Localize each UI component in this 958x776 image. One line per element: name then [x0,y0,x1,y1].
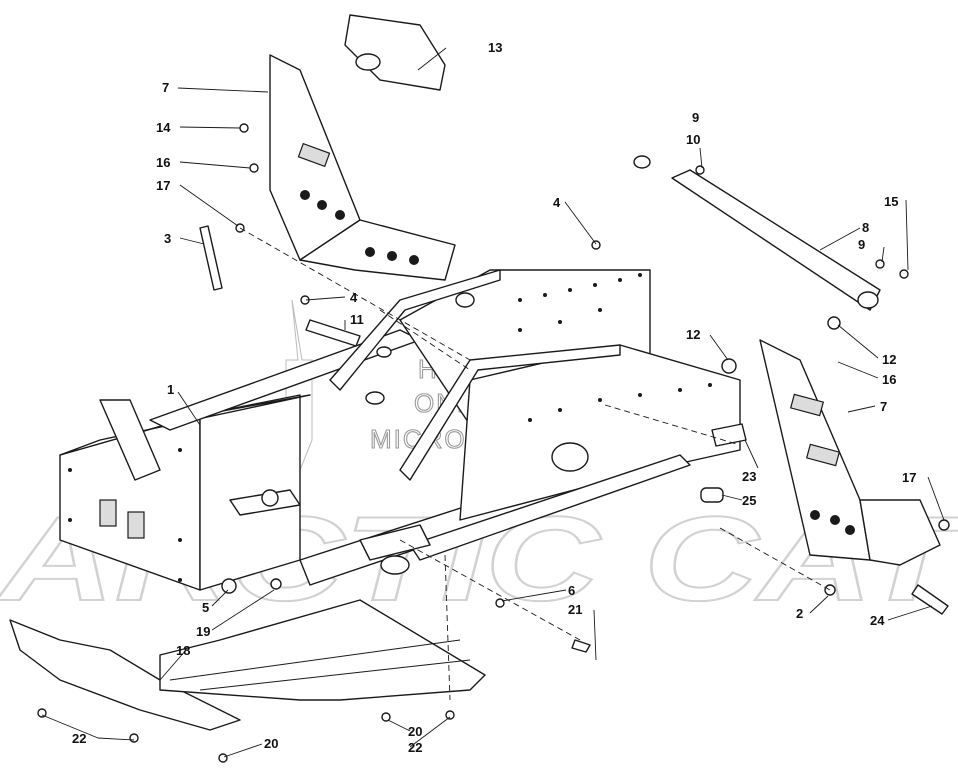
rod-part-3 [199,225,223,291]
callout-13: 13 [488,40,502,55]
callout-16-left: 16 [156,155,170,170]
callout-18: 18 [176,643,190,658]
main-frame [59,269,741,591]
callout-10: 10 [686,132,700,147]
shroud-bracket [344,14,446,91]
steering-post [633,155,881,311]
callout-12-right: 12 [882,352,896,367]
callout-12-left: 12 [686,327,700,342]
callout-4-mid: 4 [350,290,358,305]
plate-part-24 [911,584,949,615]
callout-9-right: 9 [858,237,865,252]
callouts: 7 13 14 16 17 3 4 4 11 1 9 10 15 8 9 12 … [72,40,916,755]
callout-24: 24 [870,613,885,628]
callout-11: 11 [350,312,364,327]
callout-16-right: 16 [882,372,896,387]
belly-pan [9,599,486,731]
callout-3: 3 [164,231,171,246]
hardware [37,123,950,763]
callout-22-bottom: 22 [408,740,422,755]
callout-21: 21 [568,602,582,617]
steering-support-left [269,54,456,281]
callout-17-left: 17 [156,178,170,193]
callout-19: 19 [196,624,210,639]
callout-2: 2 [796,606,803,621]
callout-7-right: 7 [880,399,887,414]
callout-14: 14 [156,120,171,135]
plate-part-11 [305,319,361,347]
leader-lines [41,47,945,758]
callout-8: 8 [862,220,869,235]
callout-17-right: 17 [902,470,916,485]
alignment-lines [239,227,831,701]
callout-1: 1 [167,382,174,397]
callout-23: 23 [742,469,756,484]
callout-20-left: 20 [264,736,278,751]
callout-7-left: 7 [162,80,169,95]
callout-9-top: 9 [692,110,699,125]
callout-5: 5 [202,600,209,615]
steering-support-right [759,339,941,566]
callout-6: 6 [568,583,575,598]
callout-4-top: 4 [553,195,561,210]
callout-20-bottom: 20 [408,724,422,739]
callout-22-left: 22 [72,731,86,746]
callout-15: 15 [884,194,898,209]
callout-25: 25 [742,493,756,508]
